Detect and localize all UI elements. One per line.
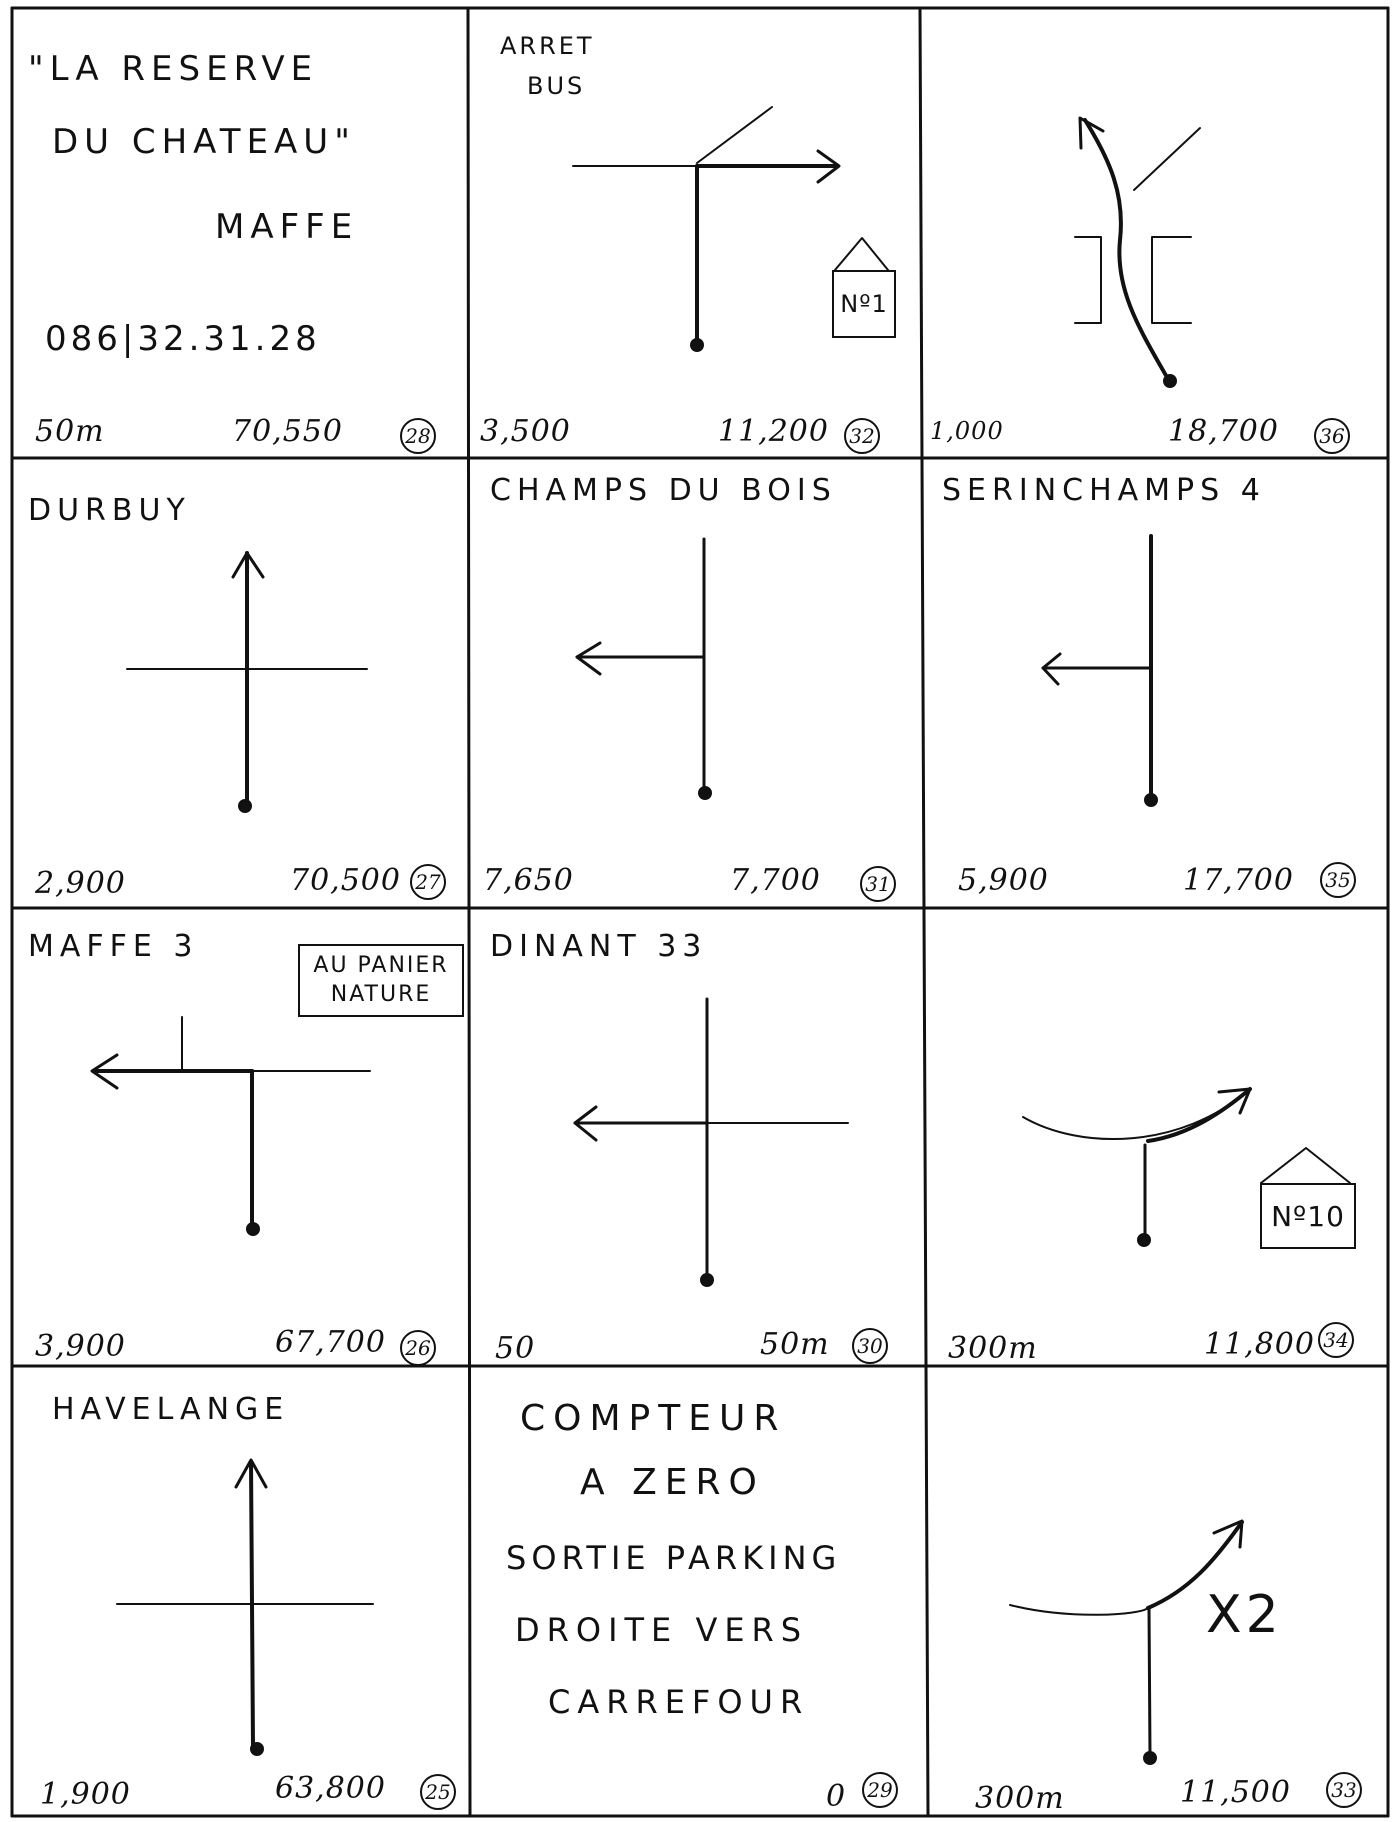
diagram-r3c3 [1022,1087,1351,1247]
r1c3-right-distance: 18,700 [1168,414,1279,449]
r1c3-left-distance: 1,000 [930,417,1004,445]
diagram-r1c3 [1074,116,1201,388]
r3c3-house-tag: Nº10 [1260,1183,1356,1249]
r1c3-step-number: 36 [1314,418,1350,454]
r1c2-house-tag: Nº1 [832,270,896,338]
diagram-r2c3 [1041,534,1158,807]
r1c1-right-distance: 70,550 [232,414,343,449]
r4c1-title: HAVELANGE [52,1392,290,1427]
r2c2-right-distance: 7,700 [730,863,821,898]
r1c2-left-distance: 3,500 [480,414,571,449]
r3c2-title: DINANT 33 [490,929,708,964]
r3c1-boxed-sign: AU PANIER NATURE [298,944,464,1018]
diagram-r2c2 [575,537,712,800]
r3c1-title: MAFFE 3 [28,929,199,964]
r4c2-line2: A ZERO [580,1462,765,1503]
r1c2-right-distance: 11,200 [718,414,829,449]
r3c3-left-distance: 300m [948,1331,1038,1366]
r2c2-step-number: 31 [860,866,896,902]
r3c1-left-distance: 3,900 [35,1329,126,1364]
r2c2-title: CHAMPS DU BOIS [490,473,837,508]
r1c2-title-line1: ARRET [500,32,595,60]
r1c1-step-number: 28 [400,418,436,454]
r1c1-phone: 086|32.31.28 [45,319,321,359]
r3c1-box-line2: NATURE [330,981,432,1007]
r2c3-right-distance: 17,700 [1183,863,1294,898]
r2c3-step-number: 35 [1320,862,1356,898]
r4c3-right-distance: 11,500 [1180,1775,1291,1810]
r2c2-left-distance: 7,650 [483,863,574,898]
r2c1-step-number: 27 [410,864,446,900]
r3c3-right-distance: 11,800 [1204,1327,1315,1362]
r2c3-title: SERINCHAMPS 4 [942,473,1266,508]
r2c1-title: DURBUY [28,493,191,528]
r4c2-line4: DROITE VERS [515,1611,809,1649]
r2c1-left-distance: 2,900 [35,866,126,901]
r4c2-right-distance: 0 [826,1779,847,1814]
r2c1-right-distance: 70,500 [290,863,401,898]
r4c1-left-distance: 1,900 [40,1777,131,1812]
r1c2-step-number: 32 [844,418,880,454]
r3c1-right-distance: 67,700 [275,1325,386,1360]
r4c2-line5: CARREFOUR [548,1683,810,1721]
r1c1-left-distance: 50m [35,414,105,449]
r1c1-title-line2: DU CHATEAU" [52,122,356,162]
r1c1-title-line3: MAFFE [215,207,359,247]
diagram-r3c2 [573,997,849,1287]
r3c2-left-distance: 50 [495,1331,536,1366]
r4c3-step-number: 33 [1326,1772,1362,1808]
r1c2-title-line2: BUS [527,72,586,100]
grid-lines [10,6,1390,1818]
r3c3-step-number: 34 [1318,1322,1354,1358]
diagram-r3c1 [90,1016,371,1236]
r3c2-step-number: 30 [852,1328,888,1364]
r3c1-step-number: 26 [400,1330,436,1366]
diagram-r2c1 [126,551,368,813]
r4c1-step-number: 25 [420,1774,456,1810]
r4c2-line3: SORTIE PARKING [506,1539,842,1577]
r3c2-right-distance: 50m [760,1327,830,1362]
r3c1-box-line1: AU PANIER [313,953,449,978]
r2c3-left-distance: 5,900 [958,863,1049,898]
r4c3-multiplier: X2 [1206,1585,1283,1645]
r4c2-step-number: 29 [862,1772,898,1808]
r4c3-left-distance: 300m [975,1781,1065,1816]
r4c1-right-distance: 63,800 [275,1771,386,1806]
diagram-r4c1 [116,1458,374,1756]
diagram-r1c2 [572,106,889,352]
r4c2-line1: COMPTEUR [520,1398,787,1439]
diagram-r4c3 [1009,1519,1244,1765]
r1c1-title-line1: "LA RESERVE [28,49,319,89]
